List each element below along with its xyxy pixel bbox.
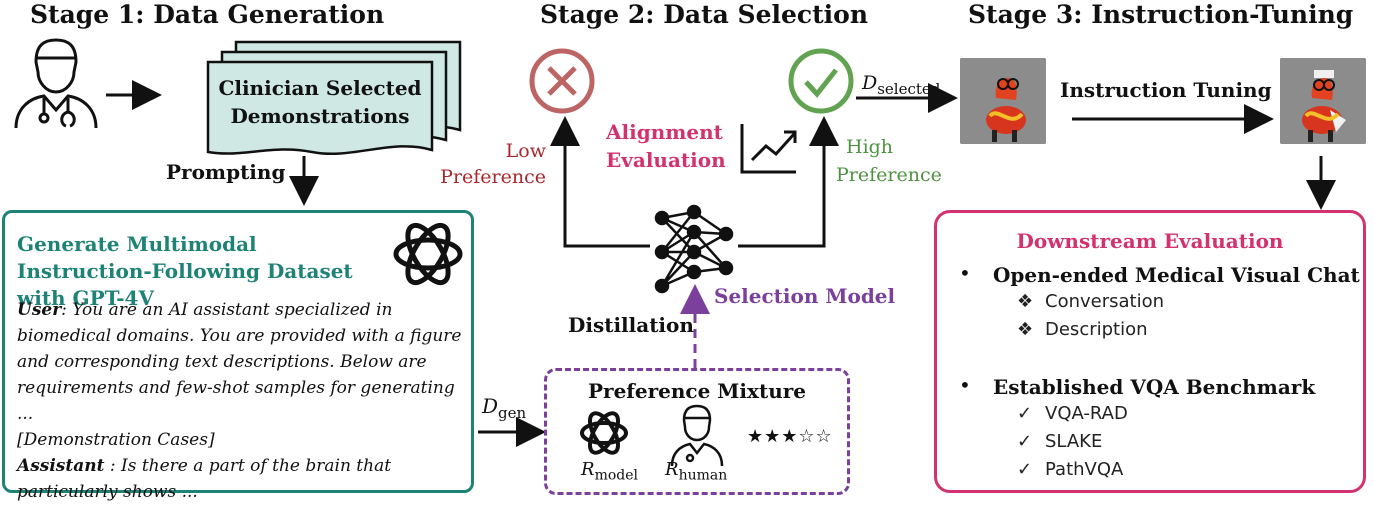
llama-image xyxy=(960,58,1046,144)
neural-network-icon xyxy=(654,204,734,294)
slake-item: SLAKE xyxy=(1045,431,1103,452)
alignment-label: Alignment xyxy=(606,120,723,144)
description-item: Description xyxy=(1045,319,1148,340)
demo-cases: [Demonstration Cases] xyxy=(17,430,215,450)
d-gen-label: Dgen xyxy=(482,394,527,422)
openai-logo-icon xyxy=(580,411,628,455)
prompt-text: User: You are an AI assistant specialize… xyxy=(17,297,465,505)
star-rating-icon: ★★★☆☆ xyxy=(747,426,833,447)
established-label: Established VQA Benchmark xyxy=(993,375,1316,399)
low-label: Low xyxy=(505,140,546,162)
mixture-title: Preference Mixture xyxy=(588,379,806,403)
stage2-title: Stage 2: Data Selection xyxy=(540,0,869,29)
high-preference-label: Preference xyxy=(836,164,942,186)
pathvqa-item: PathVQA xyxy=(1045,459,1124,480)
stage3-title: Stage 3: Instruction-Tuning xyxy=(968,0,1354,29)
open-ended-label: Open-ended Medical Visual Chat xyxy=(993,263,1360,287)
assistant-text: : Is there a part of the brain that part… xyxy=(17,456,392,502)
check-icon: ✓ xyxy=(1017,459,1033,480)
d-selected-label: Dselected xyxy=(862,72,941,98)
cross-circle-icon xyxy=(529,48,595,114)
doctor-icon xyxy=(14,38,98,129)
distillation-label: Distillation xyxy=(568,313,694,337)
diamond-icon: ❖ xyxy=(1017,291,1034,312)
trend-chart-icon xyxy=(740,124,797,174)
doctor-icon xyxy=(670,404,724,467)
bullet-icon: • xyxy=(959,373,971,397)
downstream-evaluation-box: Downstream Evaluation • Open-ended Medic… xyxy=(934,210,1366,493)
stage1-title: Stage 1: Data Generation xyxy=(30,0,385,29)
low-preference-label: Preference xyxy=(440,166,546,188)
selection-model-label: Selection Model xyxy=(714,284,896,308)
assistant-label: Assistant xyxy=(17,456,105,476)
bullet-icon: • xyxy=(959,261,971,285)
user-text: : You are an AI assistant specialized in… xyxy=(17,300,462,424)
high-label: High xyxy=(846,136,894,158)
diamond-icon: ❖ xyxy=(1017,319,1034,340)
vqa-rad-item: VQA-RAD xyxy=(1045,403,1128,424)
conversation-item: Conversation xyxy=(1045,291,1165,312)
check-icon: ✓ xyxy=(1017,431,1033,452)
demonstrations-label: Clinician Selected Demonstrations xyxy=(218,76,422,128)
check-circle-icon xyxy=(788,48,854,114)
prompting-label: Prompting xyxy=(166,160,286,184)
preference-mixture-box: Preference Mixture Rmodel Rhuman ★★★☆☆ xyxy=(544,368,850,495)
generation-title: Generate Multimodal Instruction-Followin… xyxy=(17,232,353,310)
user-label: User xyxy=(17,300,62,320)
check-icon: ✓ xyxy=(1017,403,1033,424)
downstream-title: Downstream Evaluation xyxy=(1016,229,1284,253)
openai-logo-icon xyxy=(393,222,463,286)
r-model-label: Rmodel xyxy=(581,459,638,484)
r-human-label: Rhuman xyxy=(665,459,728,484)
document-stack-icon xyxy=(206,40,462,156)
llama-image xyxy=(1280,58,1366,144)
evaluation-label: Evaluation xyxy=(606,148,726,172)
instruction-tuning-label: Instruction Tuning xyxy=(1060,78,1272,102)
generation-box: Generate Multimodal Instruction-Followin… xyxy=(2,210,474,502)
